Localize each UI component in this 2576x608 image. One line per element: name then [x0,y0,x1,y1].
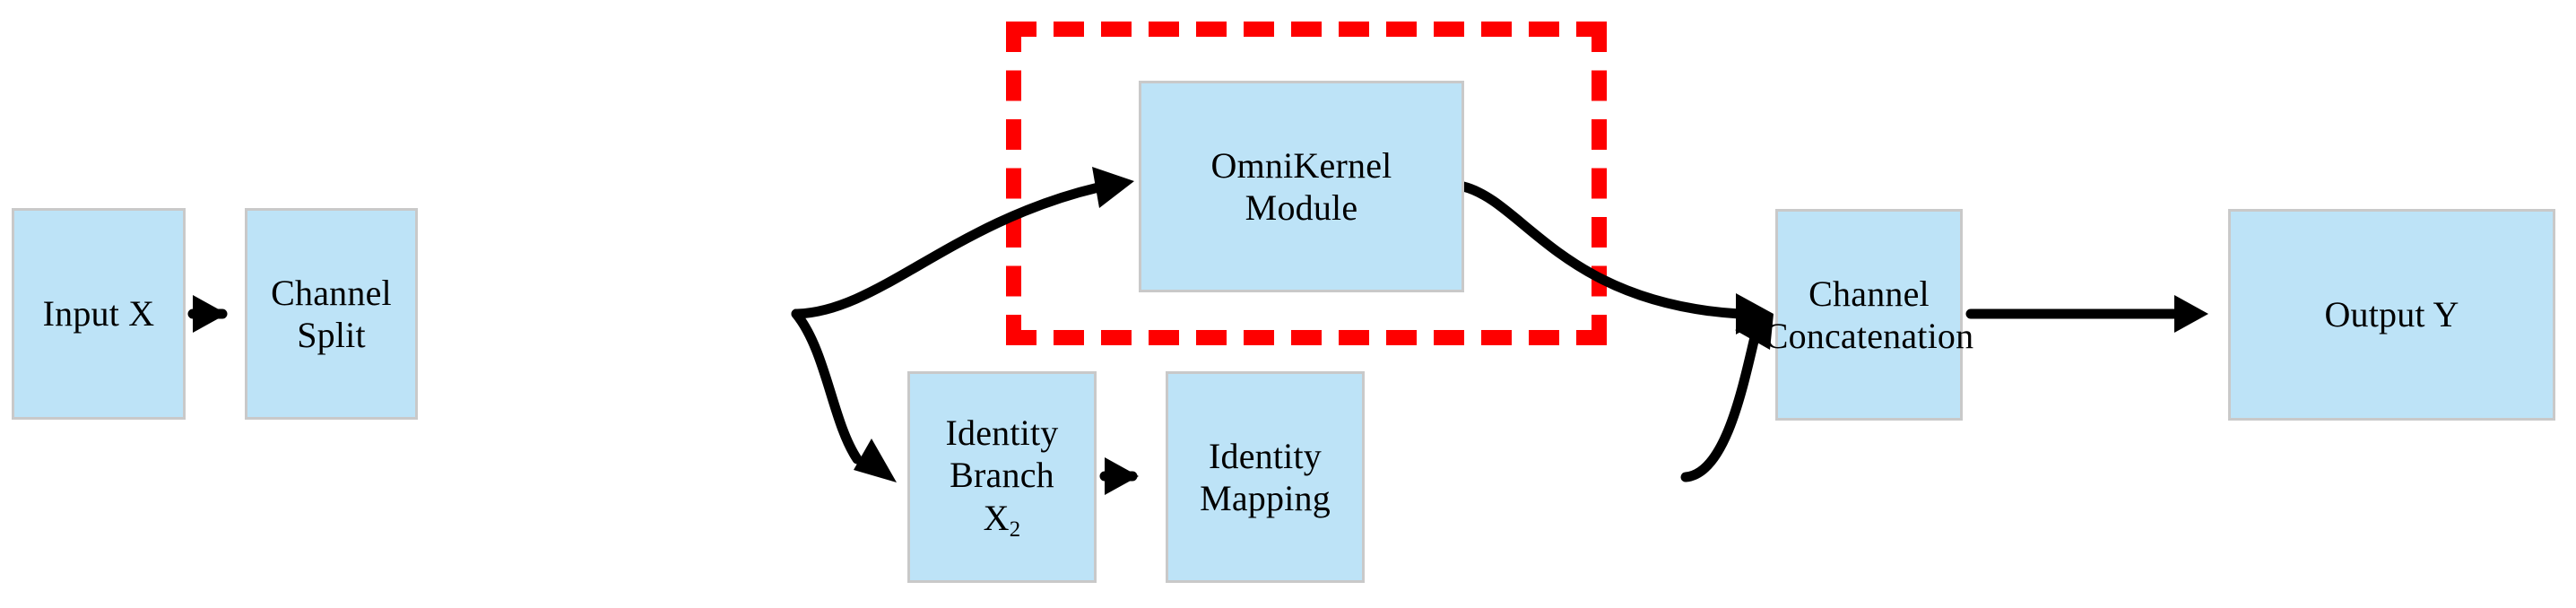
edge-channel-split-to-omnikernel-arrowhead [1092,167,1134,208]
edge-channel-split-to-identity-branch-arrowhead [854,439,897,482]
edge-input-to-channel-split [187,295,228,333]
edge-identity-branch-to-identity-mapping [1099,457,1139,495]
edge-channel-concatenation-to-output [1965,295,2208,333]
edge-identity-branch-to-identity-mapping-arrowhead [1105,457,1139,495]
node-omnikernel-module[interactable]: OmniKernel Module [1139,81,1464,292]
node-channel-concatenation[interactable]: Channel Concatenation [1765,209,1973,421]
node-output-y[interactable]: Output Y [2228,209,2555,421]
edge-identity-mapping-to-channel-concatenation-arrowhead [1735,314,1774,350]
node-identity-mapping[interactable]: Identity Mapping [1166,371,1365,583]
node-label-output-y: Output Y [2324,294,2459,335]
edge-channel-concatenation-to-output-arrowhead [2174,295,2208,333]
node-label-input-x: Input X [42,293,155,334]
edge-input-to-channel-split-arrowhead [193,295,227,333]
edge-omnikernel-to-channel-concatenation [1458,181,1774,334]
node-sublabel-identity-branch-x2: X2 [983,497,1021,542]
node-subscript-identity-branch-x2: 2 [1009,517,1021,542]
edge-channel-split-to-omnikernel [791,167,1134,319]
node-label-omnikernel-module: OmniKernel Module [1210,144,1392,228]
node-label-identity-mapping: Identity Mapping [1200,435,1331,518]
node-channel-split[interactable]: Channel Split [245,208,418,420]
node-input-x[interactable]: Input X [12,208,186,420]
edge-identity-mapping-to-channel-concatenation [1680,314,1774,482]
node-label-channel-concatenation: Channel Concatenation [1764,273,1974,356]
node-label-channel-split: Channel Split [271,272,392,355]
edge-omnikernel-to-channel-concatenation-arrowhead [1736,293,1774,334]
edge-channel-split-to-identity-branch [791,308,897,482]
